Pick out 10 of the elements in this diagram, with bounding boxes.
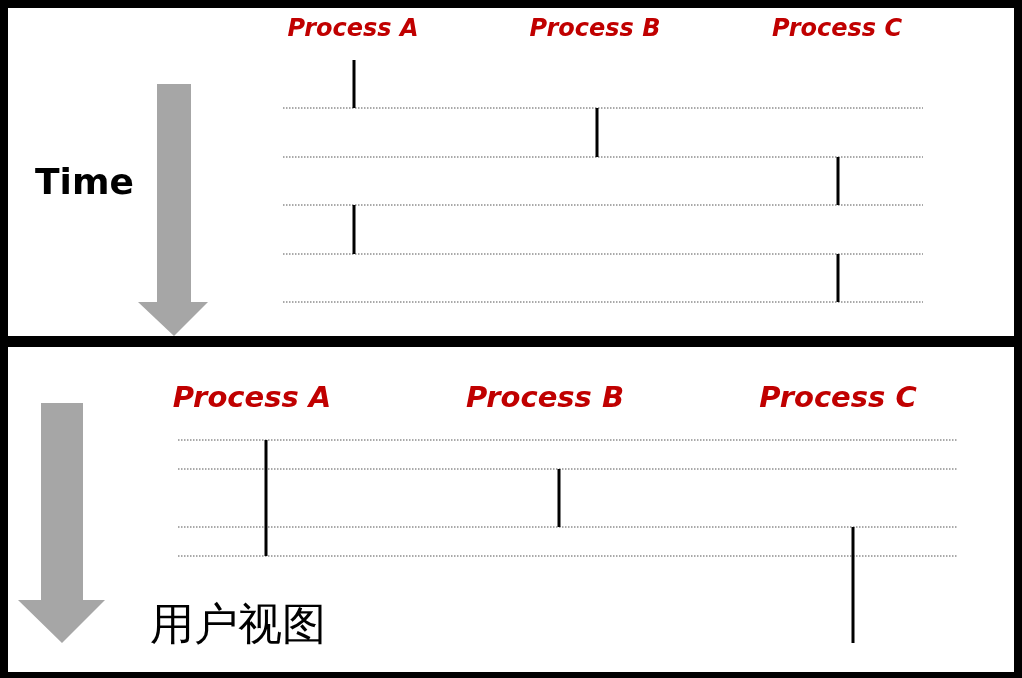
panel <box>8 8 1014 336</box>
axis-caption: 用户视图 <box>150 602 326 646</box>
column-heading: Process B <box>465 383 625 412</box>
axis-caption: Time <box>35 164 134 200</box>
panel <box>8 347 1014 672</box>
column-heading: Process C <box>759 383 917 412</box>
column-heading: Process B <box>529 16 661 40</box>
column-heading: Process C <box>771 16 903 40</box>
column-heading: Process A <box>287 16 419 40</box>
column-heading: Process A <box>172 383 332 412</box>
